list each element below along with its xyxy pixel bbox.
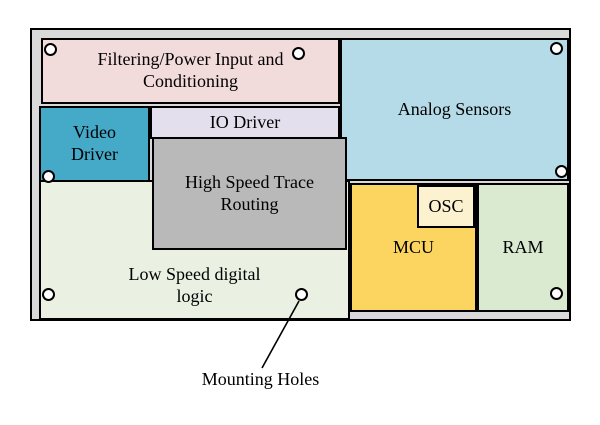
- mounting-hole-icon: [292, 47, 305, 60]
- mounting-hole-icon: [42, 288, 55, 301]
- block-label: OSC: [428, 195, 464, 216]
- block-filtering-power-input: Filtering/Power Input and Conditioning: [41, 38, 340, 104]
- mounting-hole-icon: [44, 43, 57, 56]
- block-label: IO Driver: [209, 111, 281, 132]
- block-label: RAM: [502, 236, 544, 257]
- block-label: Analog Sensors: [397, 98, 512, 119]
- block-osc: OSC: [417, 185, 475, 228]
- mounting-hole-icon: [42, 170, 55, 183]
- mounting-hole-icon: [550, 287, 563, 300]
- block-label: High Speed Trace Routing: [185, 171, 314, 214]
- block-label: Filtering/Power Input and Conditioning: [97, 49, 284, 91]
- block-label: Low Speed digital logic: [128, 264, 261, 307]
- mounting-hole-icon: [295, 288, 308, 301]
- block-label: MCU: [392, 236, 434, 257]
- pcb-board-outline: Filtering/Power Input and Conditioning A…: [30, 28, 571, 321]
- block-label: Video Driver: [71, 122, 118, 164]
- mounting-holes-label: Mounting Holes: [201, 369, 320, 389]
- mounting-hole-icon: [550, 42, 563, 55]
- block-io-driver: IO Driver: [150, 106, 340, 139]
- block-high-speed-trace-routing: High Speed Trace Routing: [152, 137, 347, 250]
- block-analog-sensors: Analog Sensors: [340, 38, 569, 181]
- mounting-hole-icon: [555, 165, 568, 178]
- block-video-driver: Video Driver: [39, 106, 150, 182]
